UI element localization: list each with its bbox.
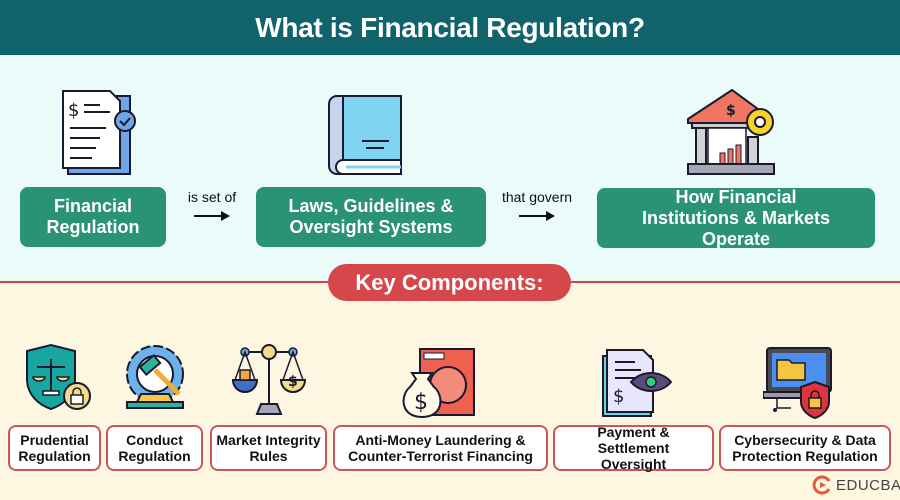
connector-is-set-of: is set of: [176, 189, 248, 221]
financial-regulation-box: Financial Regulation: [20, 187, 166, 247]
bank-gear-chart-icon: $: [687, 88, 775, 175]
svg-text:$: $: [68, 100, 79, 121]
svg-text:$: $: [288, 374, 298, 390]
balance-scale-icon: $: [231, 344, 307, 415]
component-market-integrity-rules: Market Integrity Rules: [210, 425, 327, 471]
connector-label: that govern: [501, 189, 573, 205]
institutions-markets-box: How Financial Institutions & Markets Ope…: [597, 187, 875, 249]
component-conduct-regulation: Conduct Regulation: [106, 425, 203, 471]
svg-text:$: $: [414, 390, 428, 415]
educba-logo-icon: [812, 475, 831, 495]
page-title: What is Financial Regulation?: [0, 0, 900, 55]
brand-logo: EDUCBA: [812, 475, 900, 495]
shield-scale-lock-icon: [26, 343, 91, 411]
key-components-title: Key Components:: [328, 264, 571, 301]
laws-guidelines-box: Laws, Guidelines & Oversight Systems: [256, 187, 486, 247]
component-payment-settlement-oversight: Payment & Settlement Oversight: [553, 424, 714, 472]
laptop-shield-lock-icon: [763, 347, 832, 420]
svg-text:$: $: [613, 386, 624, 407]
arrow-right-icon: [519, 211, 555, 221]
document-eye-icon: $: [602, 349, 673, 417]
connector-label: is set of: [187, 189, 237, 205]
connector-that-govern: that govern: [494, 189, 580, 221]
document-dollar-check-icon: $: [62, 90, 136, 175]
money-bag-washing-machine-icon: $: [402, 348, 475, 419]
brand-name: EDUCBA: [836, 476, 900, 494]
svg-text:$: $: [726, 103, 736, 119]
component-cybersecurity-data-protection: Cybersecurity & Data Protection Regulati…: [719, 425, 891, 471]
arrow-right-icon: [194, 211, 230, 221]
book-icon: [328, 95, 402, 175]
gavel-gear-icon: [126, 345, 184, 409]
component-aml-ctf: Anti-Money Laundering & Counter-Terroris…: [333, 425, 548, 471]
component-prudential-regulation: Prudential Regulation: [8, 425, 101, 471]
